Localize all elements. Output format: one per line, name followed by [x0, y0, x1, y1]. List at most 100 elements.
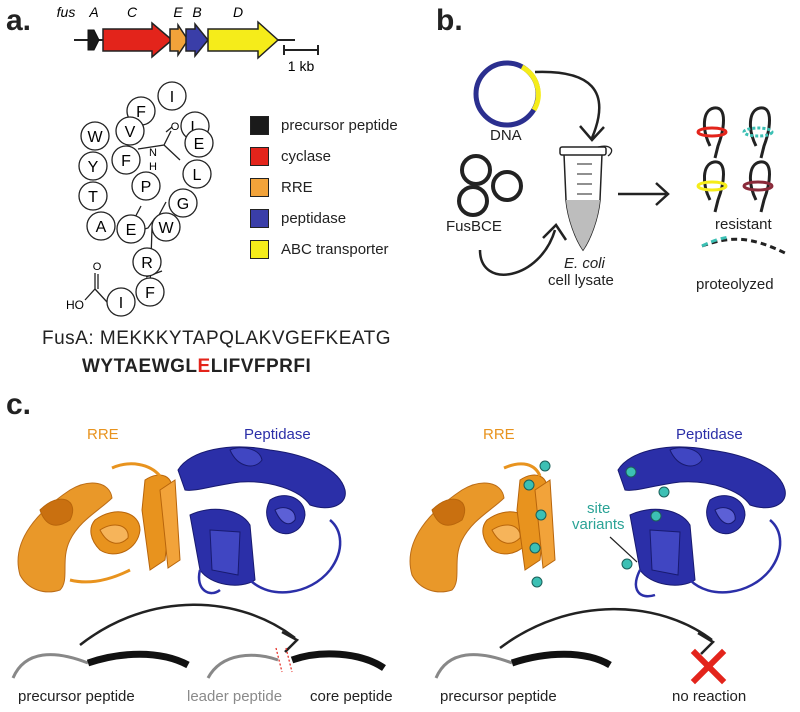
site-variants-pointer — [609, 536, 638, 563]
svg-text:F: F — [136, 104, 146, 121]
c-terminus-HO: HO — [66, 298, 84, 312]
peptidase-structure-right — [617, 446, 786, 598]
legend-swatch-yellow — [250, 239, 269, 259]
cell-free-diagram — [457, 60, 786, 276]
residue-R: R — [132, 247, 162, 277]
enzyme-circle — [457, 185, 489, 217]
dna-to-tube-arrow — [534, 70, 601, 139]
svg-text:V: V — [125, 124, 136, 141]
rre-label-left: RRE — [87, 426, 119, 443]
dna-label: DNA — [490, 127, 522, 144]
residue-L2: L — [182, 159, 212, 189]
core-peptide-label: core peptide — [310, 688, 393, 705]
gene-label-D: D — [233, 4, 243, 20]
svg-text:A: A — [96, 219, 107, 236]
fusA-leader-sequence: FusA: MEKKKYTAPQLAKVGEFKEATG — [42, 328, 391, 350]
svg-text:W: W — [87, 129, 103, 146]
svg-text:T: T — [88, 189, 98, 206]
gene-label-B: B — [192, 4, 201, 20]
gene-label-A: A — [88, 4, 98, 20]
residue-Y: Y — [78, 151, 108, 181]
precursor-leader-left — [11, 653, 89, 679]
residue-T: T — [78, 181, 108, 211]
residue-G: G — [168, 188, 198, 218]
rre-label-right: RRE — [483, 426, 515, 443]
residue-E1: E — [184, 128, 214, 158]
structure-and-reaction-diagram — [11, 446, 786, 685]
panel-label-a: a. — [6, 4, 32, 37]
gene-label-C: C — [127, 4, 138, 20]
svg-text:I: I — [119, 295, 123, 312]
proteolyzed-label: proteolyzed — [696, 276, 774, 293]
svg-text:L: L — [191, 119, 200, 136]
amide-O: O — [171, 121, 180, 133]
leader-peptide-label: leader peptide — [187, 688, 283, 705]
c-terminus-bonds — [84, 273, 108, 303]
blocked-arrow — [499, 607, 713, 649]
legend-label: RRE — [281, 178, 313, 196]
cleaved-leader — [206, 653, 279, 679]
gene-A-arrow — [87, 29, 100, 51]
lysate-label: cell lysate — [548, 272, 614, 289]
site-variant-dots — [523, 460, 670, 588]
residue-W1: W — [80, 121, 110, 151]
fusA-prefix: FusA: — [42, 328, 95, 349]
residue-V: V — [115, 116, 145, 146]
residue-F3: F — [135, 277, 165, 307]
svg-text:I: I — [170, 89, 174, 106]
residue-W2: W — [151, 212, 181, 242]
precursor-core-left — [86, 650, 190, 669]
legend-item-peptidase: peptidase — [250, 208, 346, 228]
gene-C-arrow — [102, 21, 174, 59]
svg-text:W: W — [158, 220, 174, 237]
legend-swatch-blue — [250, 208, 269, 228]
precursor-peptide-label-right: precursor peptide — [440, 688, 557, 705]
precursor-core-right — [510, 650, 612, 669]
gene-E-arrow — [169, 22, 189, 58]
legend-item-precursor: precursor peptide — [250, 115, 398, 135]
lasso-product-yellow — [696, 160, 728, 213]
svg-text:Y: Y — [88, 159, 99, 176]
fusA-core-sequence: WYTAEWGLELIFVFPRFI — [82, 356, 311, 378]
svg-text:E: E — [194, 136, 205, 153]
panel-label-b: b. — [436, 4, 463, 37]
svg-text:R: R — [141, 255, 153, 272]
core-highlight-residue: E — [197, 356, 211, 377]
precursor-peptide-label-left: precursor peptide — [18, 688, 135, 705]
legend-label: peptidase — [281, 209, 347, 227]
residue-A: A — [86, 211, 116, 241]
core-part-1: WYTAEWGL — [82, 356, 198, 377]
svg-text:F: F — [121, 153, 131, 170]
residue-E2: E — [116, 214, 146, 244]
gene-D-arrow — [207, 20, 280, 60]
residue-F2: F — [111, 145, 141, 175]
legend-item-rre: RRE — [250, 177, 313, 197]
enzymes-to-tube-arrow — [478, 229, 557, 276]
residue-I2: I — [106, 287, 136, 317]
enzymes-label: FusBCE — [446, 218, 502, 235]
no-reaction-x-icon — [690, 648, 727, 685]
legend-swatch-red — [250, 146, 269, 166]
lasso-product-teal — [742, 106, 774, 159]
c-terminus-O: O — [93, 261, 102, 273]
legend-item-abc: ABC transporter — [250, 239, 389, 259]
cleaved-core — [290, 650, 386, 671]
amide-H: H — [149, 161, 157, 173]
legend-label: ABC transporter — [281, 240, 389, 258]
site-variants-label-1: site — [587, 500, 611, 517]
legend-label: cyclase — [281, 147, 332, 165]
cleavage-arrow — [79, 603, 296, 646]
peptidase-label-left: Peptidase — [244, 426, 311, 443]
amide-bond — [137, 130, 181, 161]
gene-cluster-diagram: fus A C E B D 1 kb — [57, 4, 319, 74]
svg-text:G: G — [177, 196, 189, 213]
rre-structure-left — [17, 462, 181, 593]
precursor-leader-right — [434, 653, 513, 679]
panel-label-c: c. — [6, 388, 32, 421]
gene-label-fus: fus — [57, 4, 76, 20]
no-reaction-label: no reaction — [672, 688, 747, 705]
peptidase-structure-left — [177, 446, 346, 595]
core-part-2: LIFVFPRFI — [210, 356, 312, 377]
svg-text:E: E — [126, 222, 137, 239]
svg-text:L: L — [193, 167, 202, 184]
